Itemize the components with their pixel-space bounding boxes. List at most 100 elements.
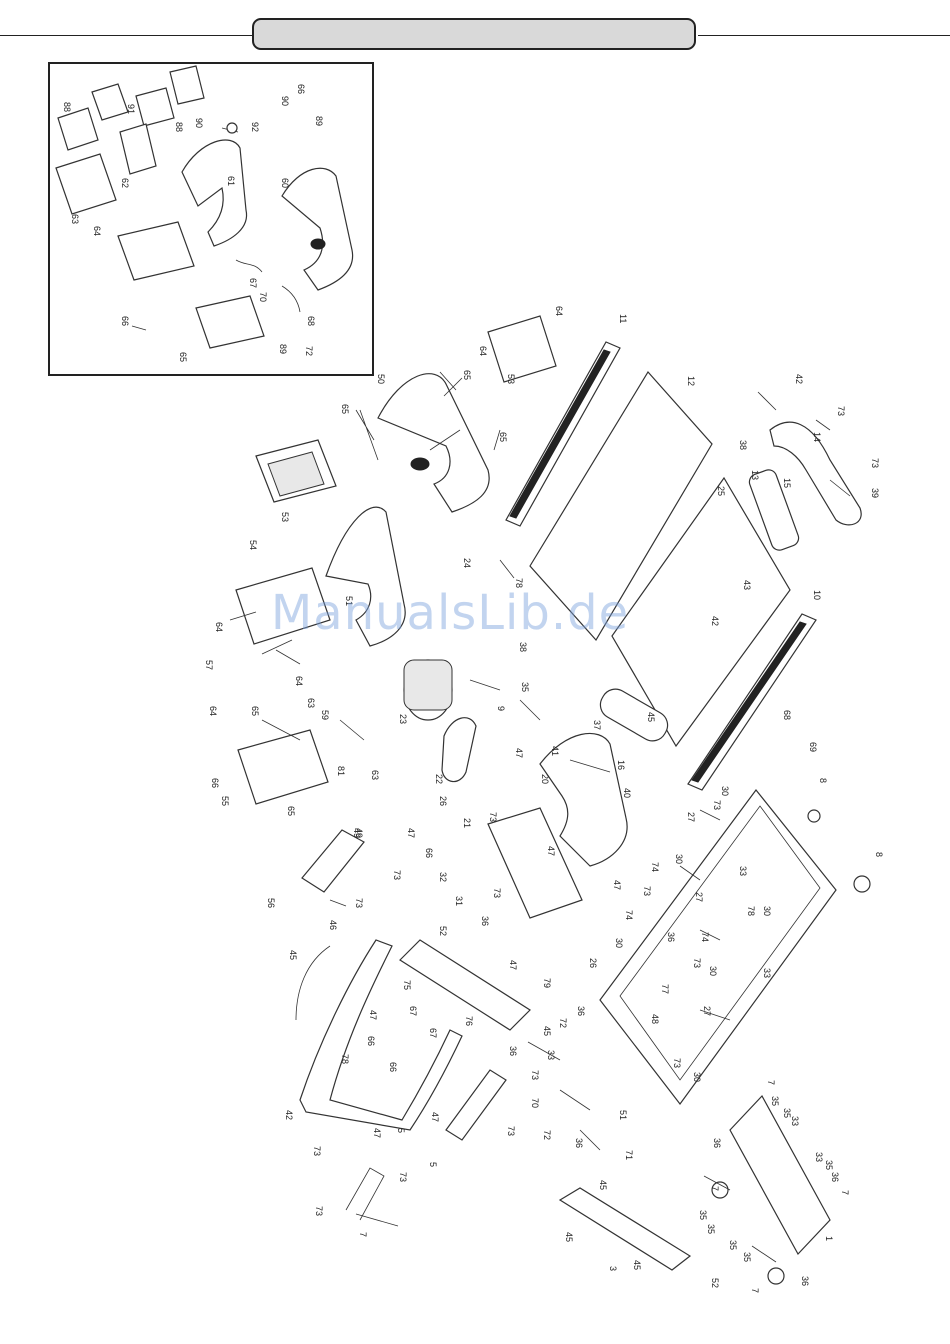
running-deck [529,370,713,642]
label-25: 25 [716,486,726,496]
label-40b: 33 [814,1152,824,1162]
label-80i: 73 [692,958,702,968]
label-54: 46 [328,920,338,930]
label-46: 40 [622,788,632,798]
label-14: 11 [618,314,628,323]
label-80f: 73 [354,898,364,908]
inset-knob [226,122,238,134]
inset-label-69: 68 [306,316,316,326]
label-83: 76 [464,1016,474,1026]
label-47: 41 [550,746,560,756]
label-73b: 66 [424,848,434,858]
label-80d: 73 [392,870,402,880]
label-12b: 8 [874,852,884,857]
label-72e: 65 [286,806,296,816]
inset-panel-b [135,87,175,127]
label-80e: 73 [492,888,502,898]
label-37b: 36 [712,1138,722,1148]
inset-keypad-a [91,83,129,121]
label-33: 33 [762,968,772,978]
label-80o: 73 [314,1206,324,1216]
label-38: 35 [698,1210,708,1220]
label-80b: 73 [870,458,880,468]
label-80j: 73 [672,1058,682,1068]
label-41b: 35 [782,1108,792,1118]
upright-crossbar [399,939,531,1031]
label-72d: 65 [250,706,260,716]
inset-label-65: 65 [178,352,188,362]
inset-label-67: 66 [120,316,130,326]
label-57c: 47 [546,846,556,856]
label-30b: 30 [674,854,684,864]
label-81a: 74 [650,862,660,872]
label-80m: 73 [312,1146,322,1156]
handrail-frame [299,939,463,1131]
header-rule-left [0,35,252,36]
label-10b: 7 [750,1288,760,1293]
label-71c: 64 [214,622,224,632]
label-66: 56 [266,898,276,908]
inset-console-base [117,221,195,281]
label-80g: 73 [712,800,722,810]
inset-label-64: 64 [92,226,102,236]
label-72a: 65 [340,404,350,414]
rear-roller [748,469,800,551]
label-22: 22 [434,774,444,784]
front-upright [301,829,365,893]
label-79a: 72 [558,1018,568,1028]
label-30c: 30 [762,906,772,916]
label-71a: 64 [478,346,488,356]
label-63b: 53 [280,512,290,522]
label-12a: 8 [818,778,828,783]
main-exploded-view [229,315,871,1285]
label-52c: 45 [598,1180,608,1190]
inset-label-60: 60 [280,178,290,188]
label-88: 81 [336,766,346,776]
label-63: 53 [506,374,516,384]
label-71d: 64 [294,676,304,686]
main-part-labels: 50 65 65 65 64 53 64 11 12 42 73 14 73 3… [204,306,884,1293]
display-window [267,451,325,497]
label-11a: 7 [766,1080,776,1085]
inset-display-frame [55,153,117,215]
inset-label-62: 62 [120,178,130,188]
label-79b: 72 [542,1130,552,1140]
label-39c: 35 [728,1240,738,1250]
label-35: 33 [738,866,748,876]
label-20: 20 [540,774,550,784]
label-48: 42 [794,374,804,384]
label-80n: 73 [398,1172,408,1182]
label-80l: 73 [506,1126,516,1136]
label-57a: 47 [406,828,416,838]
label-1: 1 [824,1236,834,1241]
label-55: 47 [368,1010,378,1020]
label-41: 35 [520,682,530,692]
label-57d: 47 [612,880,622,890]
label-18: 15 [782,478,792,488]
inset-label-88b: 88 [174,122,184,132]
inset-label-90: 90 [194,118,204,128]
label-36: 36 [480,916,490,926]
label-81c: 74 [700,932,710,942]
label-32: 32 [438,872,448,882]
front-roller [599,688,669,742]
label-27a: 27 [694,892,704,902]
label-11b: 7 [840,1190,850,1195]
label-59b: 49 [354,828,364,838]
console-left-cover [325,506,406,647]
label-9: 9 [496,706,506,711]
inset-speaker [310,238,326,250]
label-73d: 66 [388,1062,398,1072]
label-85b: 78 [746,906,756,916]
label-19: 16 [616,760,626,770]
label-67: 57 [204,660,214,670]
header-rule-right [698,35,950,36]
inset-label-90b: 90 [280,96,290,106]
label-30a: 30 [720,786,730,796]
label-52e: 45 [632,1260,642,1270]
console-speaker [410,457,430,471]
label-69: 59 [320,710,330,720]
label-26: 26 [588,958,598,968]
label-31: 31 [454,896,464,906]
label-85: 78 [514,578,524,588]
